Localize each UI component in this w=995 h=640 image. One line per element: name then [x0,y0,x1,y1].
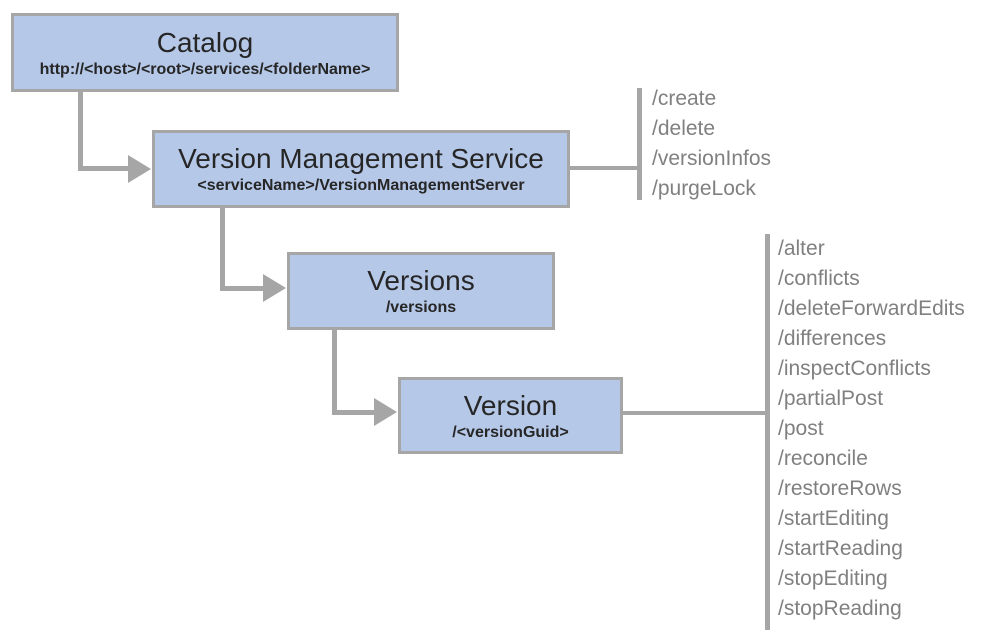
version-operations-list: /alter /conflicts /deleteForwardEdits /d… [778,234,965,624]
operation-item: /post [778,417,824,440]
vms-operations-list: /create /delete /versionInfos /purgeLock [652,84,771,204]
node-version-title: Version [463,389,558,421]
connector-version-operations [623,411,765,415]
operation-item: /create [652,87,717,110]
operation-item: /deleteForwardEdits [778,297,965,320]
operation-item: /differences [778,327,887,350]
connector-vms-versions-vertical [220,208,225,291]
arrowhead-into-version-icon [374,398,397,426]
node-versions-title: Versions [367,265,475,296]
operation-item: /partialPost [778,387,884,410]
node-vms-subtitle: <serviceName>/VersionManagementServer [197,177,525,194]
operation-item: /versionInfos [652,147,772,170]
operation-item: /purgeLock [652,177,756,200]
arrowhead-into-versions-icon [263,274,286,302]
node-version-subtitle: /<versionGuid> [452,423,569,441]
vms-operations-bracket [637,88,642,200]
operation-item: /startEditing [778,507,889,530]
node-versions: Versions /versions [287,252,555,330]
node-catalog: Catalog http://<host>/<root>/services/<f… [11,13,399,92]
connector-catalog-vms-horizontal [78,166,129,171]
version-operations-bracket [765,234,770,630]
operation-item: /stopReading [778,597,902,620]
node-vms-title: Version Management Service [178,143,544,174]
connector-vms-operations [570,166,637,170]
node-version-management-service: Version Management Service <serviceName>… [152,130,570,208]
node-versions-subtitle: /versions [385,299,457,316]
node-catalog-title: Catalog [156,26,254,58]
operation-item: /conflicts [778,267,860,290]
operation-item: /startReading [778,537,903,560]
connector-versions-version-vertical [332,330,337,415]
operation-item: /alter [778,237,825,260]
operation-item: /reconcile [778,447,868,470]
operation-item: /delete [652,117,716,140]
node-catalog-subtitle: http://<host>/<root>/services/<folderNam… [39,60,371,78]
connector-catalog-vms-vertical [78,92,83,168]
connector-versions-version-horizontal [332,410,375,415]
operation-item: /restoreRows [778,477,902,500]
connector-vms-versions-horizontal [220,286,264,291]
operation-item: /inspectConflicts [778,357,931,380]
operation-item: /stopEditing [778,567,888,590]
node-version: Version /<versionGuid> [398,377,623,454]
arrowhead-into-vms-icon [128,155,151,183]
